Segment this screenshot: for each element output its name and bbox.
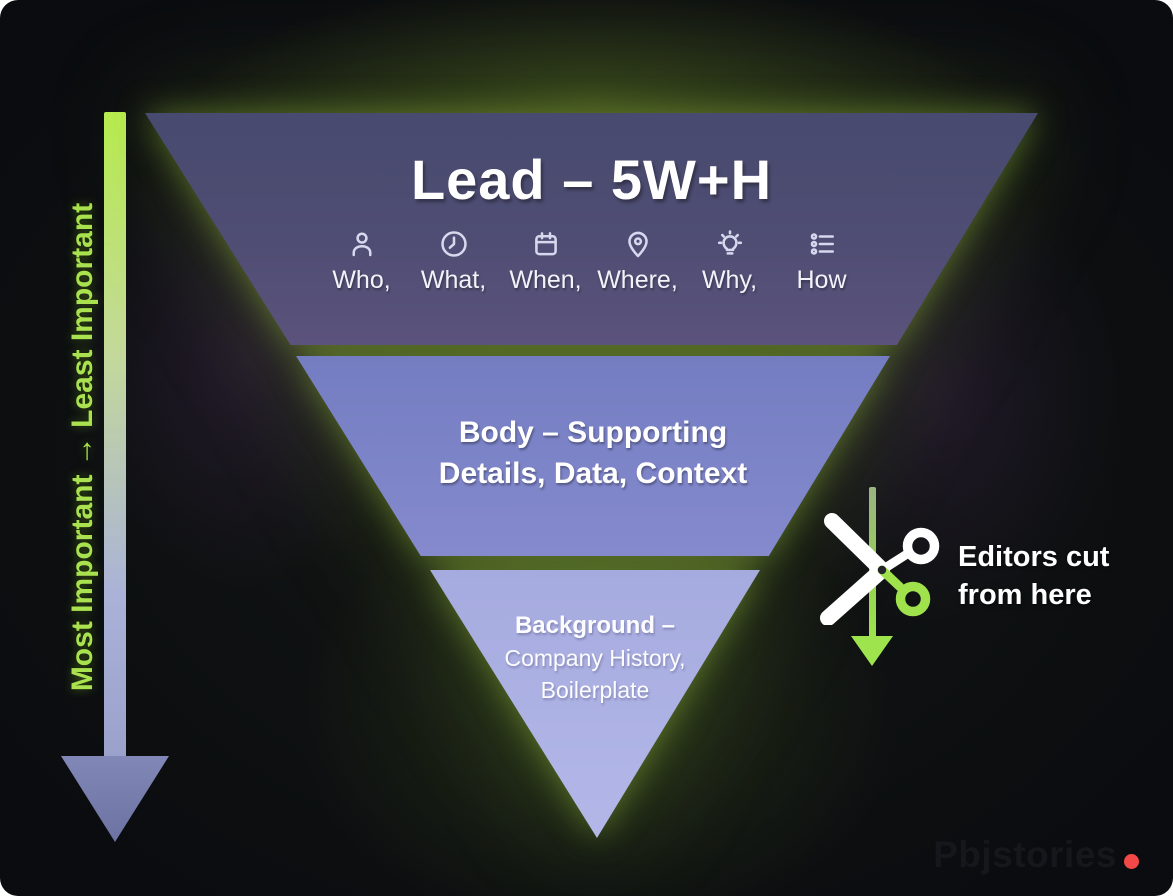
watermark-dot-icon — [1124, 854, 1139, 869]
lead-item-label: Where, — [597, 266, 678, 294]
background-line-1: Company History, — [504, 645, 686, 671]
editors-cut-line-2: from here — [958, 579, 1092, 611]
lead-item-what: What, — [408, 228, 500, 295]
pyramid-section-lead: Lead – 5W+H Who, What, — [145, 113, 1038, 345]
clock-icon — [438, 228, 470, 260]
watermark-text: Pbjstories — [933, 834, 1117, 875]
background-line-2: Boilerplate — [540, 677, 650, 703]
background-text: Background – Company History, Boilerplat… — [504, 610, 685, 706]
calendar-icon — [530, 228, 562, 260]
lead-item-label: What, — [420, 266, 487, 294]
scissors-icon — [820, 513, 940, 625]
list-icon — [806, 228, 838, 260]
lead-title: Lead – 5W+H — [410, 148, 773, 211]
lead-icon-row: Who, What, When, — [316, 228, 868, 295]
lead-item-where: Where, — [592, 228, 684, 295]
lead-item-how: How — [776, 228, 868, 295]
lead-item-label: Who, — [332, 266, 391, 294]
lead-item-label: When, — [509, 266, 582, 294]
lead-item-who: Who, — [316, 228, 408, 295]
lead-item-label: How — [796, 266, 847, 294]
watermark: Pbjstories — [933, 834, 1139, 876]
body-line-1: Body – Supporting — [458, 416, 728, 449]
lead-item-why: Why, — [684, 228, 776, 295]
pyramid-section-background: Background – Company History, Boilerplat… — [430, 570, 760, 838]
body-text: Body – Supporting Details, Data, Context — [439, 412, 747, 494]
importance-arrow-shaft — [104, 112, 126, 758]
editors-cut-note: Editors cut from here — [958, 538, 1109, 614]
lead-item-when: When, — [500, 228, 592, 295]
background-title: Background – — [514, 612, 675, 639]
body-line-2: Details, Data, Context — [438, 457, 748, 490]
location-pin-icon — [622, 228, 654, 260]
pyramid-section-body: Body – Supporting Details, Data, Context — [296, 356, 890, 556]
editors-cut-line-1: Editors cut — [958, 541, 1110, 573]
lead-item-label: Why, — [701, 266, 758, 294]
person-icon — [346, 228, 378, 260]
lightbulb-icon — [714, 228, 746, 260]
